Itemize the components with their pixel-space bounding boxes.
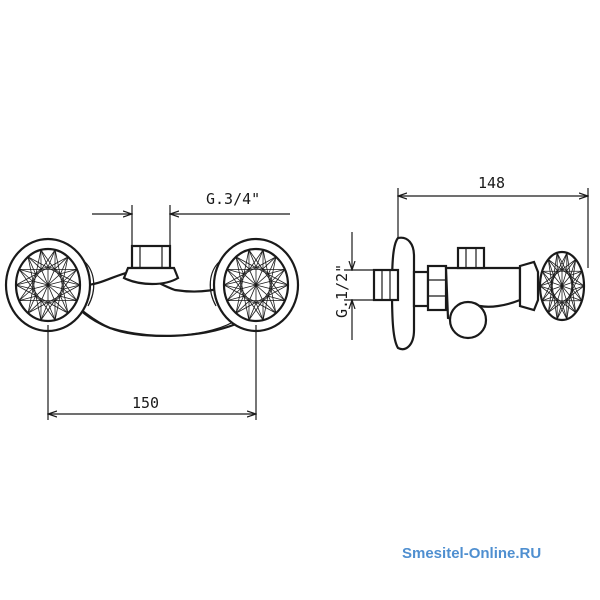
mixer-body-lower-edge xyxy=(69,299,241,337)
handle-stem xyxy=(518,260,540,312)
side-view: 148 G.1/2" xyxy=(333,174,588,351)
side-crystal-handle xyxy=(538,250,586,322)
outlet-thread-label: G.1/2" xyxy=(333,264,351,318)
eccentric-connector xyxy=(412,270,430,308)
center-distance-label: 150 xyxy=(132,394,159,412)
side-top-outlet xyxy=(456,246,486,270)
right-crystal-handle xyxy=(222,247,290,323)
outlet-thread-dimension: G.1/2" xyxy=(333,232,374,340)
inlet-thread-label: G.3/4" xyxy=(206,190,260,208)
center-distance-dimension: 150 xyxy=(48,325,256,420)
inlet-pipe xyxy=(372,268,400,302)
depth-label: 148 xyxy=(478,174,505,192)
hex-nut xyxy=(426,264,448,312)
watermark: Smesitel-Online.RU xyxy=(402,545,542,562)
depth-dimension: 148 xyxy=(398,174,588,268)
right-flange-detail xyxy=(209,261,220,307)
inlet-thread-dimension: G.3/4" xyxy=(92,190,290,246)
side-outlet xyxy=(448,300,488,340)
left-flange-detail xyxy=(84,261,95,307)
front-view: G.3/4" 150 xyxy=(4,190,300,420)
left-crystal-handle xyxy=(14,247,82,323)
center-outlet xyxy=(122,244,180,286)
